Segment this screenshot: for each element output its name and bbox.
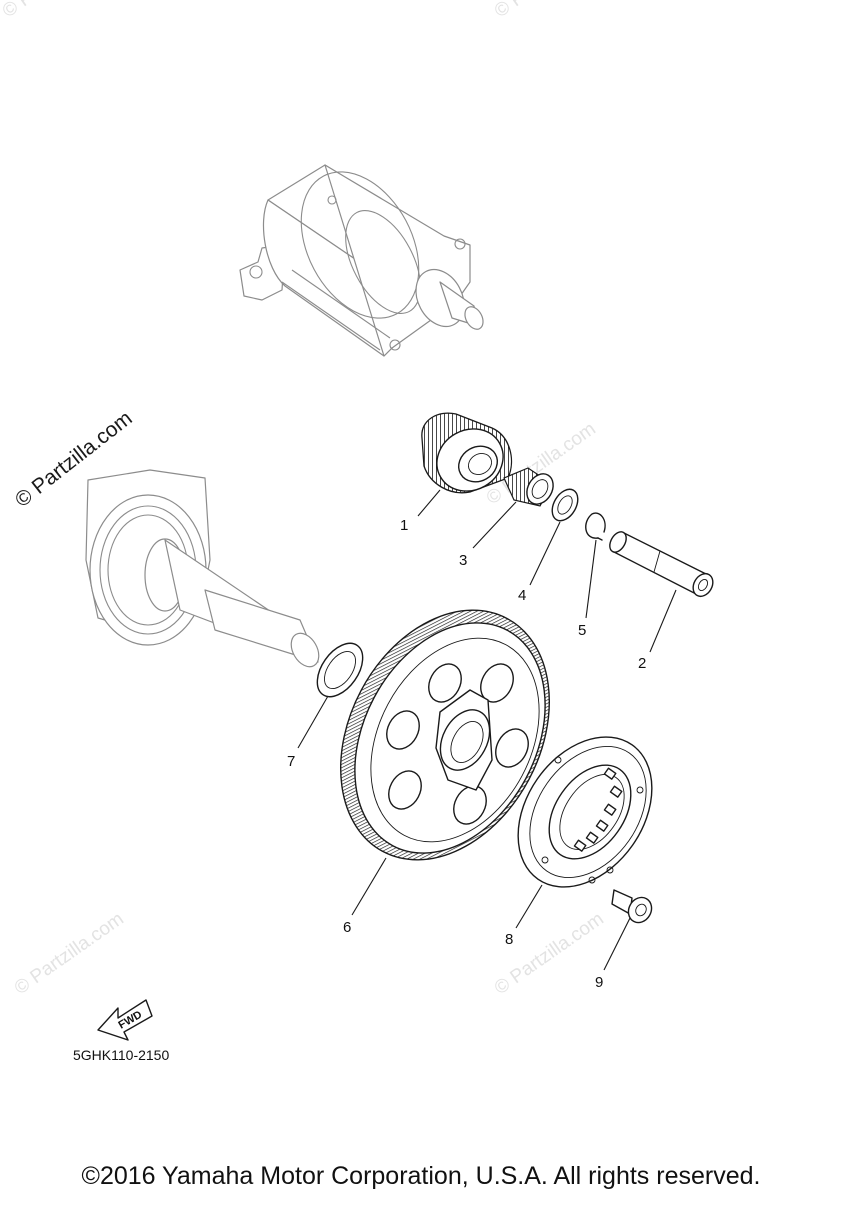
callout-label: 2 <box>638 655 646 672</box>
callout-label: 4 <box>518 587 526 604</box>
callout-group: 1 2 3 4 5 6 7 8 9 <box>287 517 646 991</box>
callout-label: 7 <box>287 753 295 770</box>
copyright-footer: ©2016 Yamaha Motor Corporation, U.S.A. A… <box>82 1162 761 1190</box>
leader-lines <box>297 489 677 971</box>
callout-label: 9 <box>595 974 603 991</box>
callout-label: 8 <box>505 931 513 948</box>
part-8-one-way-clutch <box>517 736 653 888</box>
part-9-bolt <box>611 889 653 924</box>
fwd-arrow-icon: FWD <box>97 999 153 1041</box>
part-1-idle-gear <box>421 412 513 494</box>
part-2-shaft <box>609 531 714 598</box>
part-3-needle-bearing <box>503 467 554 507</box>
crankshaft <box>85 469 320 668</box>
watermark-text: © Partzilla.com <box>11 908 128 999</box>
part-6-wheel-gear <box>340 609 550 861</box>
diagram-code: 5GHK110-2150 <box>73 1047 169 1063</box>
watermark-text: © Partzilla.com <box>491 908 608 999</box>
starter-motor <box>239 164 484 357</box>
callout-label: 1 <box>400 517 408 534</box>
part-7-washer <box>316 642 364 698</box>
part-5-circlip <box>585 512 606 541</box>
callout-label: 3 <box>459 552 467 569</box>
callout-label: 5 <box>578 622 586 639</box>
watermark-text: © Partzilla.com <box>0 0 116 22</box>
part-4-washer <box>551 488 579 522</box>
callout-label: 6 <box>343 919 351 936</box>
watermark-text: © Partzilla.com <box>491 0 608 22</box>
